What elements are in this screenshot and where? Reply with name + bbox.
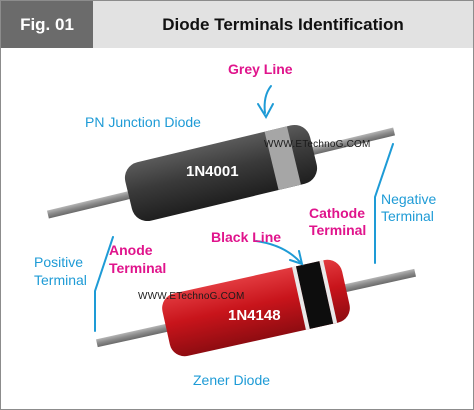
zener-diode [95,259,417,357]
cathode-label-line1: Cathode [309,205,365,221]
figure-tag: Fig. 01 [1,1,93,48]
figure-title: Diode Terminals Identification [93,1,473,48]
cathode-label-line2: Terminal [309,222,367,238]
bottom-band-edge-right [319,260,338,324]
pn-junction-diode-label: PN Junction Diode [85,114,201,130]
positive-label-line2: Terminal [34,272,87,288]
negative-label-line1: Negative [381,191,437,207]
positive-label-line1: Positive [34,254,84,270]
grey-line-arrowhead [257,103,274,120]
bottom-band-edge-left [292,266,310,330]
black-line-pointer [255,240,302,264]
anode-label-line2: Terminal [109,260,167,276]
pn-junction-diode [46,124,396,222]
negative-terminal-bracket [374,143,394,264]
zener-diode-label: Zener Diode [193,372,271,388]
bottom-diode-black-band [295,261,334,329]
top-watermark: WWW.ETechnoG.COM [264,139,371,150]
positive-terminal-bracket [94,236,114,332]
bottom-diode-code: 1N4148 [228,307,281,324]
black-line-arrowhead [289,250,304,266]
top-diode-code: 1N4001 [186,163,239,180]
grey-line-pointer [263,85,272,114]
grey-line-label: Grey Line [228,61,293,77]
black-line-label: Black Line [211,229,282,245]
top-diode-grey-band [264,126,301,191]
negative-label-line2: Terminal [381,208,434,224]
anode-label-line1: Anode [109,242,153,258]
bottom-watermark: WWW.ETechnoG.COM [138,291,245,302]
